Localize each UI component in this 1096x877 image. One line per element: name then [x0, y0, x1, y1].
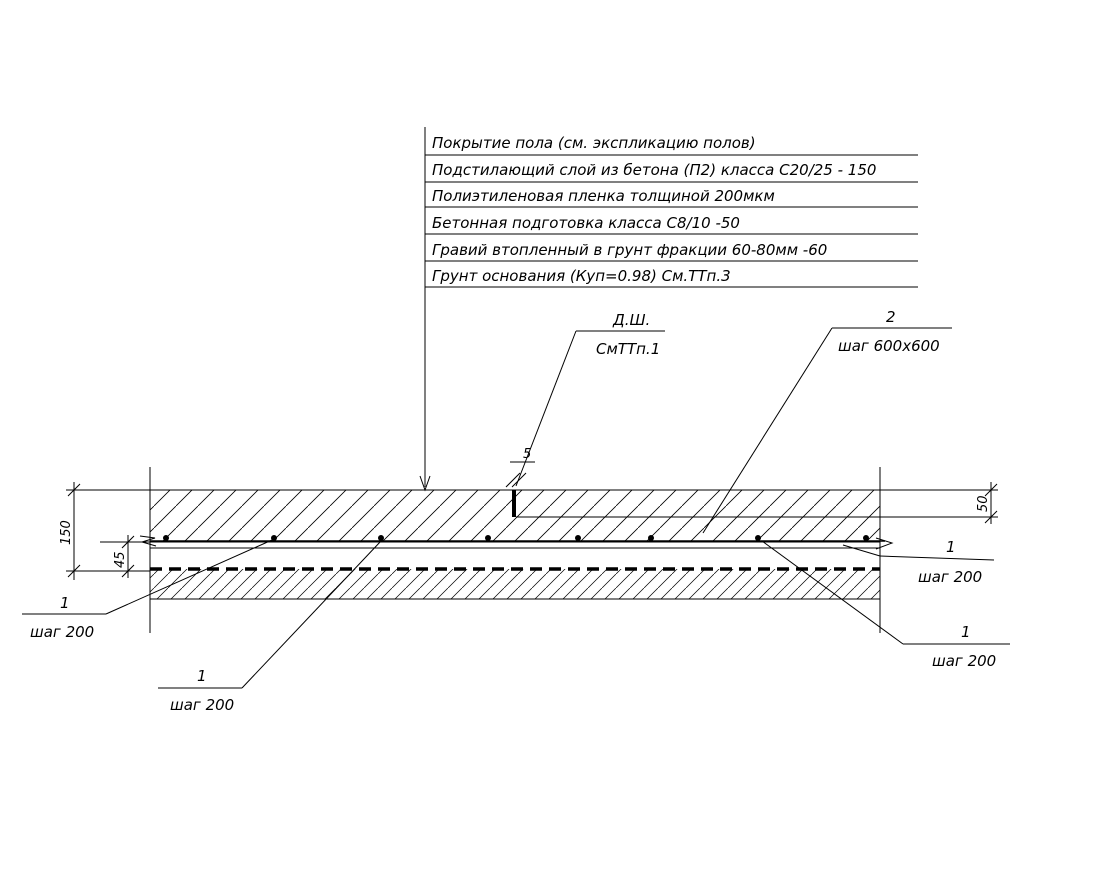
dimension-right: 50: [880, 482, 998, 524]
rebar-dot: [485, 535, 491, 541]
rebar-mark: 1: [961, 623, 971, 641]
rebar-step: шаг 200: [932, 652, 996, 670]
rebar-dot: [648, 535, 654, 541]
joint-callout: Д.Ш. СмТТп.1 5: [505, 311, 665, 488]
mesh-mark: 2: [886, 308, 896, 326]
layer-label: Грунт основания (Куп=0.98) См.ТТп.3: [432, 267, 731, 285]
rebar-dot: [575, 535, 581, 541]
dim-cover-label: 45: [113, 551, 128, 568]
rebar-callout-right-upper: 1 шаг 200: [842, 538, 995, 586]
rebar-dot: [271, 535, 277, 541]
section-break-right-zigzag: [875, 537, 894, 550]
saw-joint: [512, 490, 516, 517]
joint-title: Д.Ш.: [612, 311, 650, 329]
joint-ref: СмТТп.1: [596, 340, 660, 358]
callout-leader: [842, 544, 881, 557]
rebar-step: шаг 200: [170, 696, 234, 714]
dim-tick: [67, 564, 81, 578]
layer-label: Бетонная подготовка класса С8/10 -50: [432, 214, 740, 232]
callout-shelf: [879, 555, 995, 561]
dim-tick: [121, 535, 135, 549]
rebar-callout-left: 1 шаг 200: [22, 539, 273, 641]
layer-label: Полиэтиленовая пленка толщиной 200мкм: [432, 187, 775, 205]
mesh-callout: 2 шаг 600x600: [702, 308, 952, 534]
dim-tick: [984, 483, 998, 497]
rebar-mark: 1: [197, 667, 207, 685]
rebar-callout-bottom: 1 шаг 200: [158, 540, 382, 714]
rebar-mark: 1: [60, 594, 70, 612]
dim-tick: [121, 564, 135, 578]
rebar-dot: [863, 535, 869, 541]
rebar-callout-right-lower: 1 шаг 200: [761, 540, 1010, 670]
section-break-left-zigzag: [139, 535, 157, 547]
callout-leader: [702, 327, 833, 534]
mesh-step: шаг 600x600: [838, 337, 940, 355]
rebar-step: шаг 200: [918, 568, 982, 586]
dim-cut-label: 50: [976, 495, 991, 512]
callout-leader: [515, 330, 577, 487]
rebar-dot: [378, 535, 384, 541]
dim-tick: [511, 472, 527, 488]
joint-width-label: 5: [523, 447, 531, 462]
section-body: [139, 467, 998, 633]
rebar-step: шаг 200: [30, 623, 94, 641]
callout-leader: [105, 539, 273, 615]
rebar-dot: [163, 535, 169, 541]
layer-legend: Покрытие пола (см. экспликацию полов) По…: [419, 127, 918, 492]
dim-total-label: 150: [59, 520, 74, 545]
dim-tick: [984, 510, 998, 524]
dimension-left: 150 45: [59, 482, 150, 580]
rebar-dots: [163, 535, 869, 541]
layer-label: Покрытие пола (см. экспликацию полов): [432, 134, 756, 152]
dim-tick: [67, 483, 81, 497]
callout-leader: [761, 540, 904, 645]
rebar-mark: 1: [946, 538, 956, 556]
layer-label: Подстилающий слой из бетона (П2) класса …: [432, 161, 876, 179]
concrete-preparation-hatch: [150, 569, 880, 599]
dim-tick: [505, 472, 521, 488]
layer-label: Гравий втопленный в грунт фракции 60-80м…: [432, 241, 827, 259]
callout-leader: [241, 540, 382, 689]
rebar-dot: [755, 535, 761, 541]
